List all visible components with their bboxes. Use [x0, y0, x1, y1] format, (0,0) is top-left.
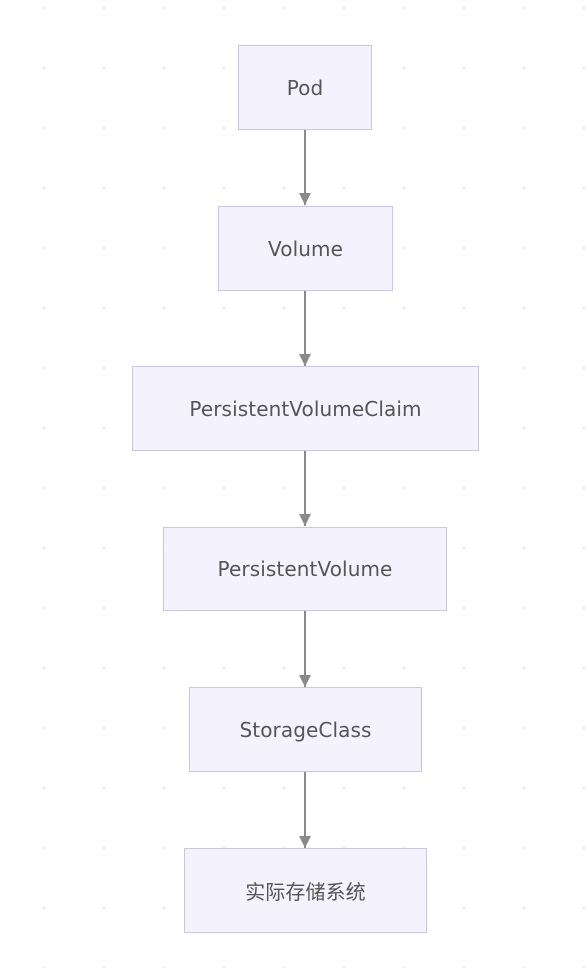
node-actual-storage-system[interactable]: 实际存储系统: [184, 848, 427, 933]
node-persistent-volume-label: PersistentVolume: [217, 557, 393, 581]
node-storage-class[interactable]: StorageClass: [189, 687, 422, 772]
node-actual-storage-system-label: 实际存储系统: [245, 880, 366, 904]
node-pod[interactable]: Pod: [238, 45, 372, 130]
node-storage-class-label: StorageClass: [239, 717, 372, 742]
node-volume-label: Volume: [268, 236, 343, 261]
node-volume[interactable]: Volume: [218, 206, 393, 291]
node-persistent-volume-claim[interactable]: PersistentVolumeClaim: [132, 366, 479, 451]
node-pod-label: Pod: [286, 75, 324, 100]
node-persistent-volume-claim-label: PersistentVolumeClaim: [189, 396, 422, 421]
node-persistent-volume[interactable]: PersistentVolume: [163, 527, 447, 611]
